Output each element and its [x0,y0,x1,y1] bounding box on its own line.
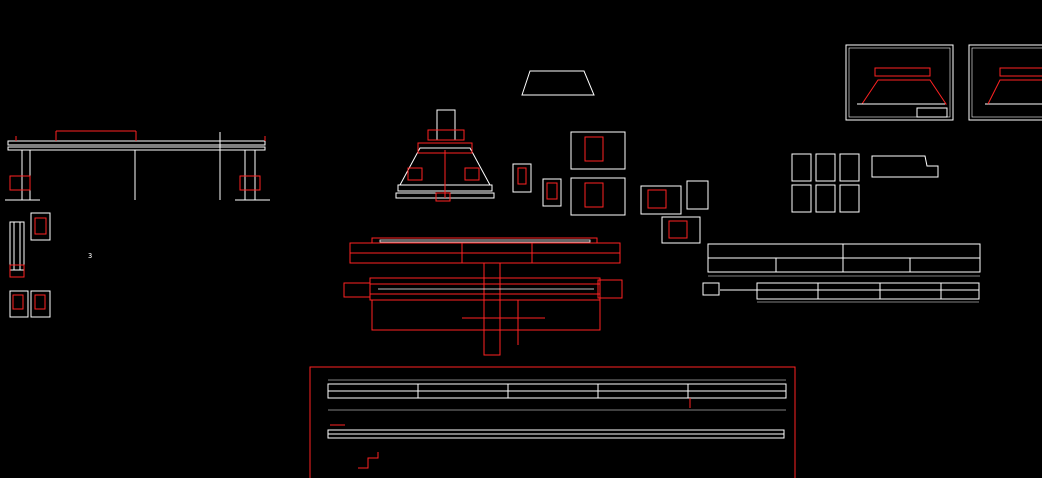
left-column-details [9,212,51,318]
beam-plan-red [343,237,623,356]
detail-sheets-center [512,131,709,244]
rail-elevation-right [702,243,981,303]
marker-label: 3 [88,252,92,260]
trolley-assembly [395,70,595,202]
beam-plan-white-detail [378,239,594,290]
title-sheet-2 [968,44,1042,121]
title-sheet-1 [845,44,954,121]
bottom-rail-sheet [309,366,796,478]
gantry-elevation [5,130,270,201]
section-thumbnails [791,153,939,213]
